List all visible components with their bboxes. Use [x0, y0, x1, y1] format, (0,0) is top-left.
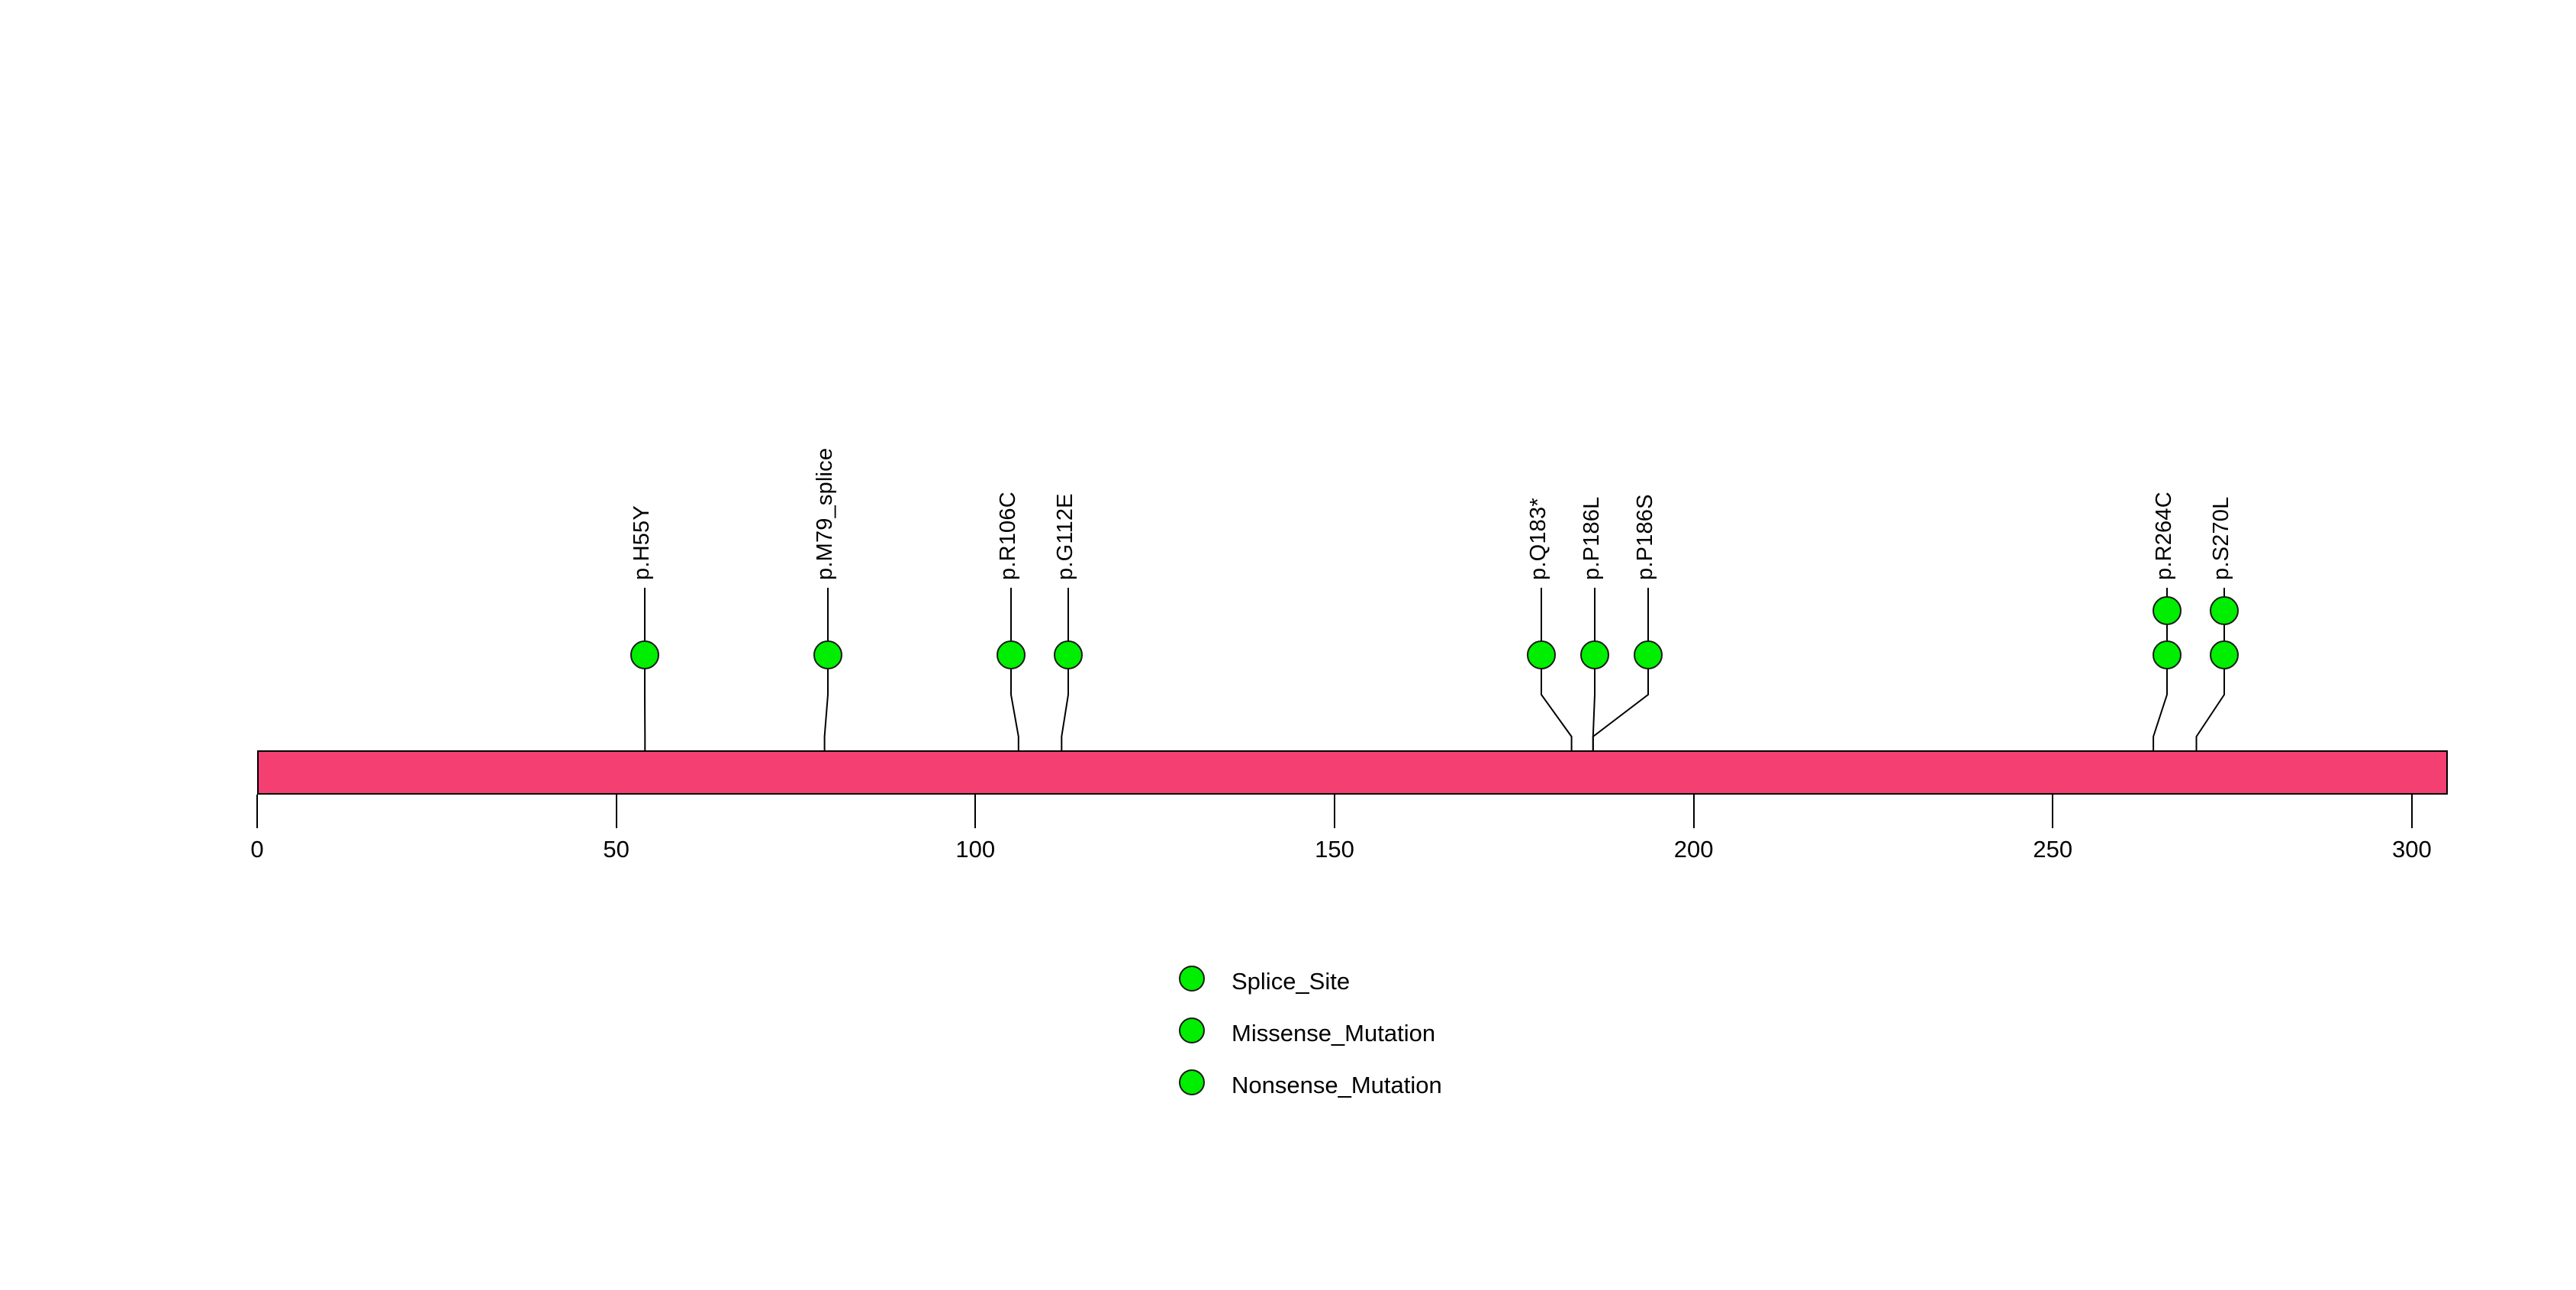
axis-tick-label: 100 — [955, 836, 996, 863]
axis-tick-label: 50 — [603, 836, 630, 863]
lollipop-head[interactable] — [2153, 596, 2182, 625]
lollipop-head[interactable] — [630, 640, 659, 669]
lollipop-head[interactable] — [2210, 596, 2239, 625]
lollipop-head[interactable] — [1054, 640, 1083, 669]
legend-swatch — [1179, 1017, 1205, 1043]
mutation-label: p.P186L — [1579, 496, 1604, 580]
lollipop-head[interactable] — [997, 640, 1026, 669]
lollipop-head[interactable] — [813, 640, 842, 669]
axis-tick — [615, 795, 617, 828]
mutation-label: p.H55Y — [630, 505, 654, 580]
mutation-label: p.G112E — [1053, 493, 1077, 580]
mutation-label: p.Q183* — [1526, 498, 1550, 580]
axis-tick — [256, 795, 258, 828]
axis-tick-label: 250 — [2033, 836, 2073, 863]
axis-tick-label: 150 — [1315, 836, 1354, 863]
axis-tick — [2052, 795, 2054, 828]
legend-label: Missense_Mutation — [1232, 1020, 1436, 1047]
legend-swatch — [1179, 966, 1205, 992]
axis-tick — [974, 795, 977, 828]
legend-swatch — [1179, 1069, 1205, 1095]
axis-tick-label: 300 — [2392, 836, 2432, 863]
mutation-label: p.R106C — [996, 492, 1020, 580]
legend-label: Splice_Site — [1232, 968, 1351, 995]
legend-label: Nonsense_Mutation — [1232, 1072, 1442, 1098]
protein-backbone-bar — [257, 750, 2448, 795]
mutation-label: p.P186S — [1633, 494, 1657, 580]
axis-tick — [1333, 795, 1335, 828]
lollipop-head[interactable] — [1634, 640, 1663, 669]
mutation-label: p.R264C — [2152, 492, 2176, 580]
lollipop-head[interactable] — [2153, 640, 2182, 669]
mutation-label: p.S270L — [2209, 496, 2233, 580]
mutation-label: p.M79_splice — [813, 447, 837, 580]
lollipop-head[interactable] — [1580, 640, 1609, 669]
lollipop-head[interactable] — [2210, 640, 2239, 669]
axis-tick — [2410, 795, 2413, 828]
axis-tick-label: 200 — [1673, 836, 1714, 863]
axis-tick — [1692, 795, 1695, 828]
axis-tick-label: 0 — [250, 836, 264, 863]
lollipop-head[interactable] — [1527, 640, 1556, 669]
